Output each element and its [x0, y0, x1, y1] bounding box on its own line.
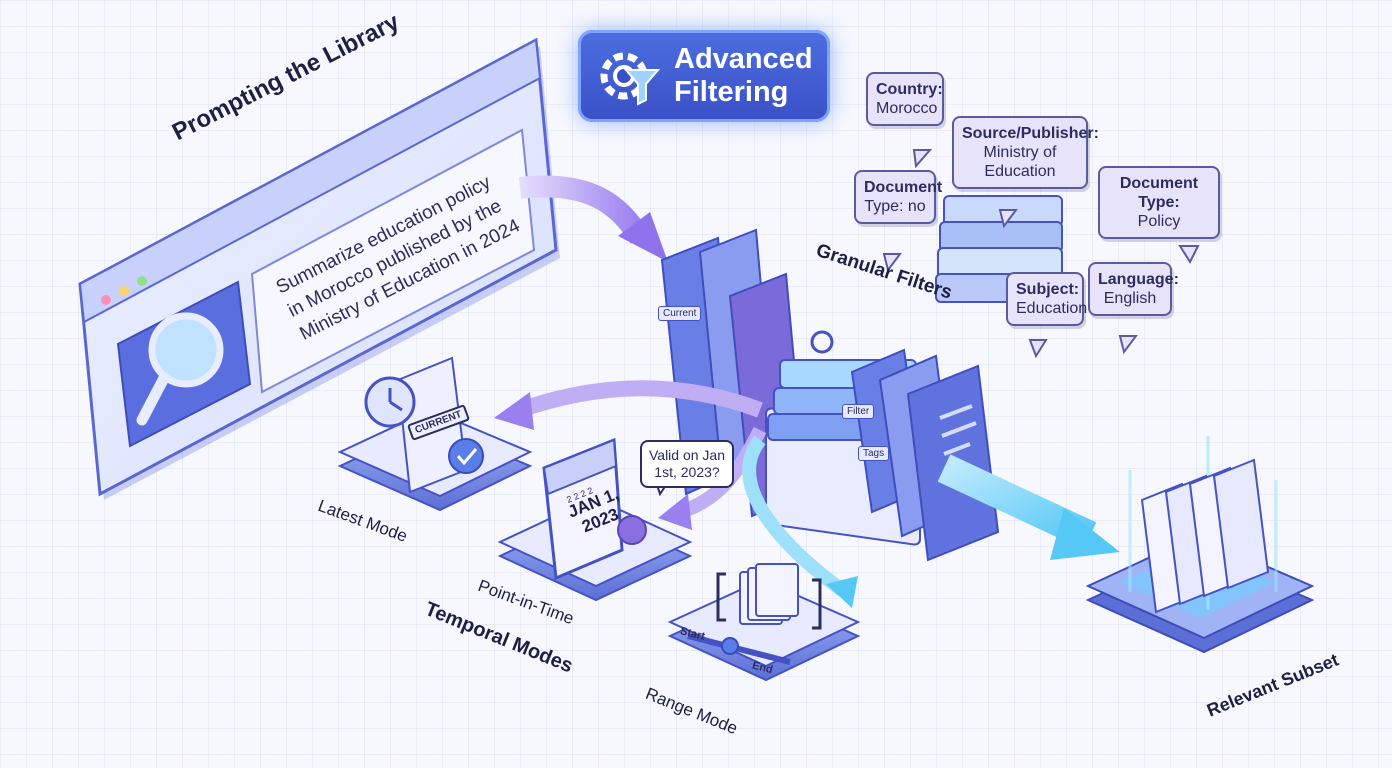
stack-label-current: Current [658, 306, 702, 321]
tag-value: Policy [1137, 213, 1181, 230]
check-icon [448, 438, 484, 474]
window-dot-yellow-icon [119, 286, 129, 296]
tag-key: Source/Publisher: [962, 125, 1099, 142]
title-badge: Advanced Filtering [578, 30, 830, 122]
tag-value: Education [1016, 300, 1088, 317]
tag-key: Country: [876, 81, 943, 98]
tag-document-type-secondary: Document Type: no [854, 170, 943, 224]
tag-value: English [1103, 290, 1157, 307]
window-dot-green-icon [137, 276, 147, 286]
tag-subject: Subject: Education [1006, 272, 1088, 326]
stack-label-filter: Filter [842, 404, 875, 419]
tag-value: Morocco [876, 100, 938, 117]
stack-label-tags: Tags [858, 446, 890, 461]
magnifier-icon [136, 312, 224, 426]
tag-key: Document Type: [1119, 175, 1199, 211]
window-dot-red-icon [101, 295, 111, 305]
point-in-time-question: Valid on Jan 1st, 2023? [640, 440, 734, 488]
tag-language: Language: English [1088, 262, 1179, 316]
question-pin-icon [617, 515, 647, 545]
tag-key: Document [864, 179, 943, 196]
tag-key: Subject: [1016, 281, 1080, 298]
gear-funnel-icon [600, 52, 660, 106]
page-title: Advanced Filtering [674, 43, 813, 108]
latest-mode-platform [337, 356, 533, 512]
range-slider [687, 633, 791, 665]
tag-value: Ministry of Education [983, 144, 1057, 180]
tag-source-publisher: Source/Publisher: Ministry of Education [952, 116, 1099, 189]
relevant-subset-platform [1085, 436, 1315, 654]
tag-value: Type: no [864, 198, 926, 215]
point-in-time-platform [497, 437, 693, 602]
tag-key: Language: [1098, 271, 1179, 288]
range-mode-platform [667, 563, 861, 682]
tag-document-type: Document Type: Policy [1098, 166, 1220, 239]
tag-country: Country: Morocco [866, 72, 944, 126]
gear-icon [810, 330, 834, 354]
